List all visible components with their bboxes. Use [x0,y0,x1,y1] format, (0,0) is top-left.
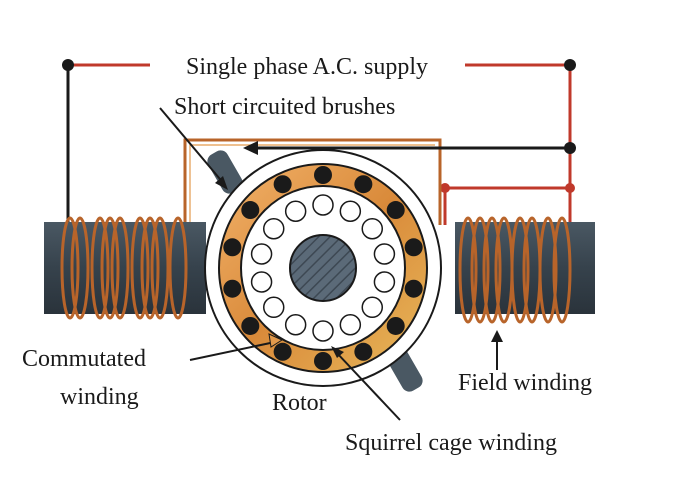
supply-label: Single phase A.C. supply [186,54,428,80]
left-pole [44,216,206,320]
rotor-bar-circle [284,200,307,222]
commutator-bar-dot [273,175,292,194]
left-field-coil [60,216,188,320]
pointers [159,107,503,421]
commutator-dots [223,166,423,370]
rotor-bar-circle [312,194,334,216]
commutated-label-line1: Commutated [22,346,146,372]
terminal-dot-left [62,59,74,71]
arrow-head-icon [268,333,284,348]
commutator-bar-dot [386,316,405,335]
commutator-bar-dot [314,352,332,370]
rotor-bar-circle [361,296,384,319]
rotor-bar-circle [262,296,285,319]
rotor-bar-circle [361,217,384,240]
commutator-bar-dot [354,175,373,194]
shaft [289,234,357,302]
rotor-bar-circle [339,200,362,222]
commutator-bar-dot [404,238,423,257]
commutator-bar-dot [314,166,332,184]
junction-dot [565,183,575,193]
supply-wiring [62,59,576,225]
rotor-bar-circle [373,243,396,265]
commutator-bar-dot [404,279,423,298]
rotor-bar-circle [284,314,307,336]
commutator-bar-dot [241,316,260,335]
arrow-head-icon [243,141,258,155]
field-winding-label: Field winding [458,370,592,396]
arrow-head-icon [331,346,344,358]
right-pole [455,216,595,324]
cage-bars [250,194,396,342]
junction-dot [440,183,450,193]
brush-lead [243,141,570,155]
rotor-bar-circle [312,320,334,342]
commutator-bar-dot [223,279,242,298]
rotor-bar-circle [250,243,273,265]
rotor [204,149,442,387]
terminal-dot-right [564,59,576,71]
squirrel-cage-label: Squirrel cage winding [345,430,557,456]
brush-top [207,150,243,194]
right-field-coil [458,216,572,324]
commutator-bar-dot [241,201,260,220]
commutator-bar-dot [354,342,373,361]
rotor-bar-circle [262,217,285,240]
rotor-bar-circle [339,314,362,336]
commutator-bar-dot [386,201,405,220]
commutator-bar-dot [273,342,292,361]
rotor-label: Rotor [272,390,327,416]
arrow-head-icon [215,176,228,190]
brushes-label: Short circuited brushes [174,94,395,120]
arrow-head-icon [491,330,503,342]
rotor-bar-circle [373,271,396,293]
commutated-label-line2: winding [60,384,139,410]
labels: Single phase A.C. supply Short circuited… [22,54,592,456]
rotor-bar-circle [250,271,273,293]
commutator-bar-dot [223,238,242,257]
